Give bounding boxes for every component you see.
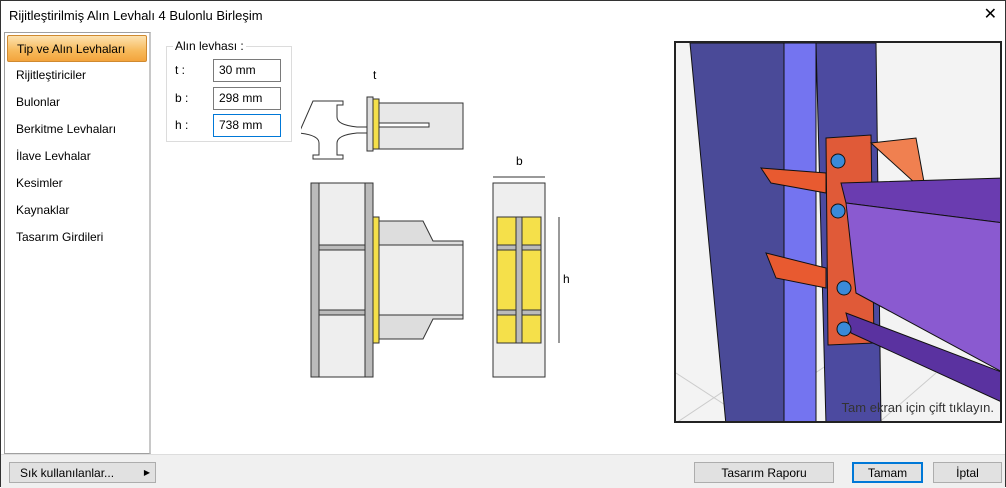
sidebar-item-tip[interactable]: Tip ve Alın Levhaları: [7, 35, 147, 62]
chevron-right-icon: ▶: [143, 468, 150, 477]
close-icon[interactable]: ✕: [983, 6, 997, 23]
3d-view[interactable]: Tam ekran için çift tıklayın.: [674, 41, 1002, 423]
group-label: Alın levhası :: [173, 39, 246, 53]
sidebar-item-kesimler[interactable]: Kesimler: [16, 176, 63, 190]
connection-drawing: t b h: [301, 68, 570, 378]
t-label: t :: [175, 63, 186, 77]
sidebar-item-tasarim-girdileri[interactable]: Tasarım Girdileri: [16, 230, 104, 244]
favorites-button[interactable]: Sık kullanılanlar... ▶: [9, 462, 156, 483]
b-label: b :: [175, 91, 189, 105]
b-dimension-label: b: [516, 154, 523, 168]
ok-button[interactable]: Tamam: [852, 462, 923, 483]
footer-bar: Sık kullanılanlar... ▶ Tasarım Raporu Tam…: [1, 454, 1005, 488]
b-input[interactable]: [213, 86, 281, 110]
favorites-label: Sık kullanılanlar...: [20, 465, 115, 480]
window-title: Rijitleştirilmiş Alın Levhalı 4 Bulonlu …: [9, 8, 263, 23]
sidebar-item-berkitme[interactable]: Berkitme Levhaları: [16, 122, 117, 136]
sidebar: Tip ve Alın Levhaları Rijitleştiriciler …: [4, 32, 151, 454]
t-input[interactable]: [213, 58, 281, 82]
design-report-button[interactable]: Tasarım Raporu: [694, 462, 834, 483]
sidebar-item-rijitlestiriciler[interactable]: Rijitleştiriciler: [16, 68, 87, 82]
h-dimension-label: h: [563, 272, 570, 286]
sidebar-item-bulonlar[interactable]: Bulonlar: [16, 95, 61, 109]
fullscreen-hint: Tam ekran için çift tıklayın.: [841, 400, 994, 415]
h-input[interactable]: [213, 113, 281, 137]
3d-model: [676, 43, 1000, 421]
h-label: h :: [175, 118, 189, 132]
sidebar-item-ilave[interactable]: İlave Levhalar: [16, 149, 91, 163]
sidebar-item-kaynaklar[interactable]: Kaynaklar: [16, 203, 70, 217]
cancel-button[interactable]: İptal: [933, 462, 1002, 483]
end-plate-group: Alın levhası : t : b : h :: [166, 39, 292, 142]
t-dimension-label: t: [373, 68, 377, 82]
